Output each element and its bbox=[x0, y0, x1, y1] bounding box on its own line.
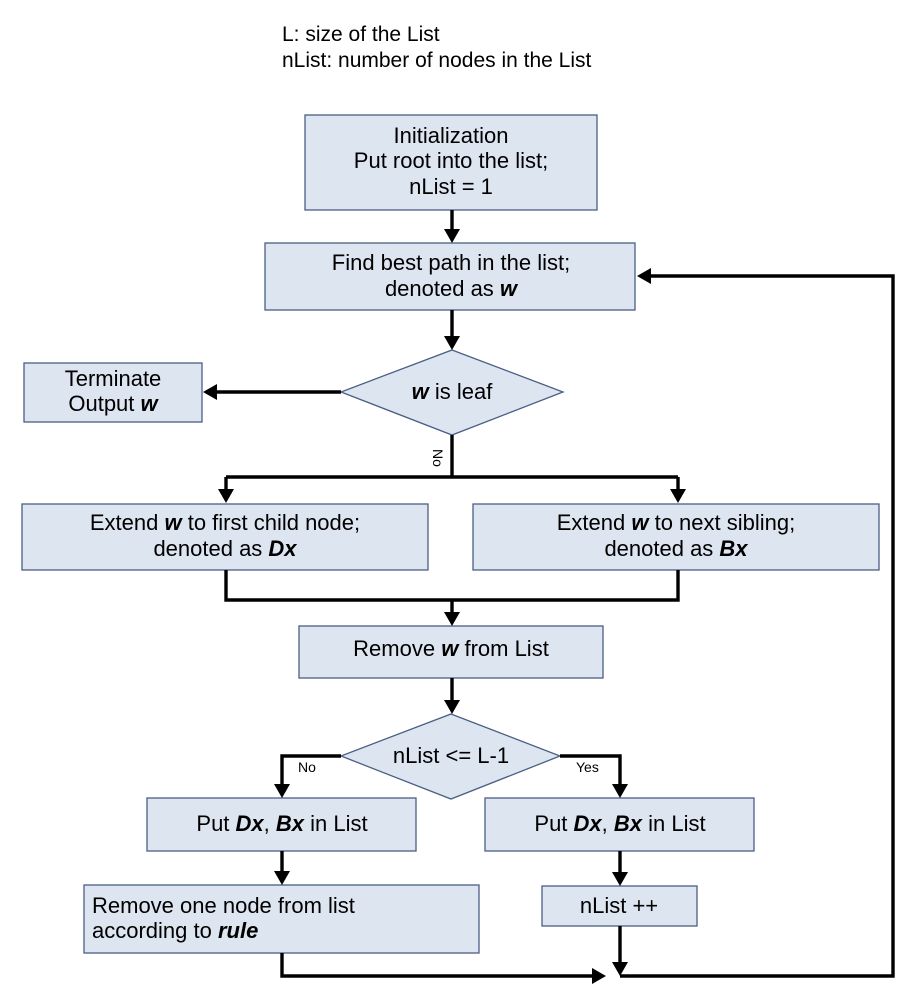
arrowhead-extend-sibling bbox=[670, 489, 686, 503]
initialization-title: Initialization bbox=[394, 123, 509, 148]
arrowhead-find bbox=[444, 229, 460, 243]
initialization-put-root: Put root into the list; bbox=[354, 148, 548, 173]
legend-line-list-size: L: size of the List bbox=[282, 23, 440, 46]
put-left-text: Put Dx, Bx in List bbox=[196, 811, 367, 836]
node-remove-one: Remove one node from list according to r… bbox=[83, 884, 480, 954]
remove-one-line1: Remove one node from list bbox=[92, 893, 355, 918]
arrowhead-increment bbox=[612, 872, 628, 886]
edge-merge bbox=[224, 570, 680, 602]
arrowhead-terminate bbox=[203, 384, 217, 400]
extend-sibling-box bbox=[472, 503, 880, 571]
remove-w-box bbox=[298, 625, 604, 679]
put-right-text: Put Dx, Bx in List bbox=[534, 811, 705, 836]
increment-text: nList ++ bbox=[580, 893, 658, 918]
arrowhead-check bbox=[444, 700, 460, 714]
arrowhead-remove-one bbox=[274, 871, 290, 885]
find-best-path-line1: Find best path in the list; bbox=[332, 250, 570, 275]
edge-check-no bbox=[280, 754, 341, 785]
extend-child-line2: denoted as Dx bbox=[153, 536, 297, 561]
terminate-line1: Terminate bbox=[65, 366, 162, 391]
decision-list-capacity: nList <= L-1 bbox=[339, 713, 562, 800]
find-best-path-box bbox=[264, 242, 636, 311]
initialization-count: nList = 1 bbox=[409, 174, 493, 199]
edge-loop-back bbox=[620, 274, 895, 978]
arrowhead-put-right bbox=[612, 784, 628, 798]
node-extend-sibling: Extend w to next sibling; denoted as Bx bbox=[472, 503, 880, 571]
legend: L: size of the List nList: number of nod… bbox=[282, 22, 591, 74]
put-right-box bbox=[484, 797, 755, 852]
check-no-label: No bbox=[298, 759, 316, 775]
initialization-box bbox=[304, 114, 598, 211]
check-yes-label: Yes bbox=[576, 759, 599, 775]
edge-check-yes bbox=[560, 754, 622, 785]
extend-sibling-line2: denoted as Bx bbox=[604, 536, 748, 561]
node-increment: nList ++ bbox=[541, 885, 698, 927]
node-remove-w: Remove w from List bbox=[298, 625, 604, 679]
node-extend-child: Extend w to first child node; denoted as… bbox=[21, 503, 429, 571]
terminate-line2: Output w bbox=[68, 391, 159, 416]
is-leaf-text: w is leaf bbox=[412, 379, 494, 404]
arrowhead-join-left bbox=[592, 968, 606, 984]
edges: No No Yes bbox=[203, 210, 895, 984]
node-put-right: Put Dx, Bx in List bbox=[484, 797, 755, 852]
arrowhead-remove-w bbox=[444, 612, 460, 626]
edge-remove-one-to-join bbox=[280, 953, 593, 978]
node-initialization: Initialization Put root into the list; n… bbox=[304, 114, 598, 211]
remove-w-text: Remove w from List bbox=[353, 636, 549, 661]
legend-line-node-count: nList: number of nodes in the List bbox=[282, 49, 592, 72]
remove-one-line2: according to rule bbox=[92, 918, 258, 943]
arrowhead-put-left bbox=[274, 784, 290, 798]
terminate-box bbox=[23, 362, 203, 423]
list-capacity-text: nList <= L-1 bbox=[393, 743, 509, 768]
list-capacity-diamond bbox=[339, 713, 562, 800]
put-left-box bbox=[146, 797, 417, 852]
arrowhead-leaf bbox=[444, 336, 460, 350]
arrowhead-extend-child bbox=[218, 489, 234, 503]
node-find-best-path: Find best path in the list; denoted as w bbox=[264, 242, 636, 311]
decision-is-leaf: w is leaf bbox=[339, 349, 565, 436]
leaf-no-label: No bbox=[430, 449, 446, 467]
extend-child-box bbox=[21, 503, 429, 571]
remove-one-box bbox=[83, 884, 480, 954]
node-terminate: Terminate Output w bbox=[23, 362, 203, 423]
arrowhead-join-top bbox=[612, 962, 628, 976]
extend-child-line1: Extend w to first child node; bbox=[90, 510, 360, 535]
arrowhead-loop-back bbox=[637, 268, 651, 284]
find-best-path-line2: denoted as w bbox=[385, 276, 519, 301]
node-put-left: Put Dx, Bx in List bbox=[146, 797, 417, 852]
extend-sibling-line1: Extend w to next sibling; bbox=[557, 510, 795, 535]
